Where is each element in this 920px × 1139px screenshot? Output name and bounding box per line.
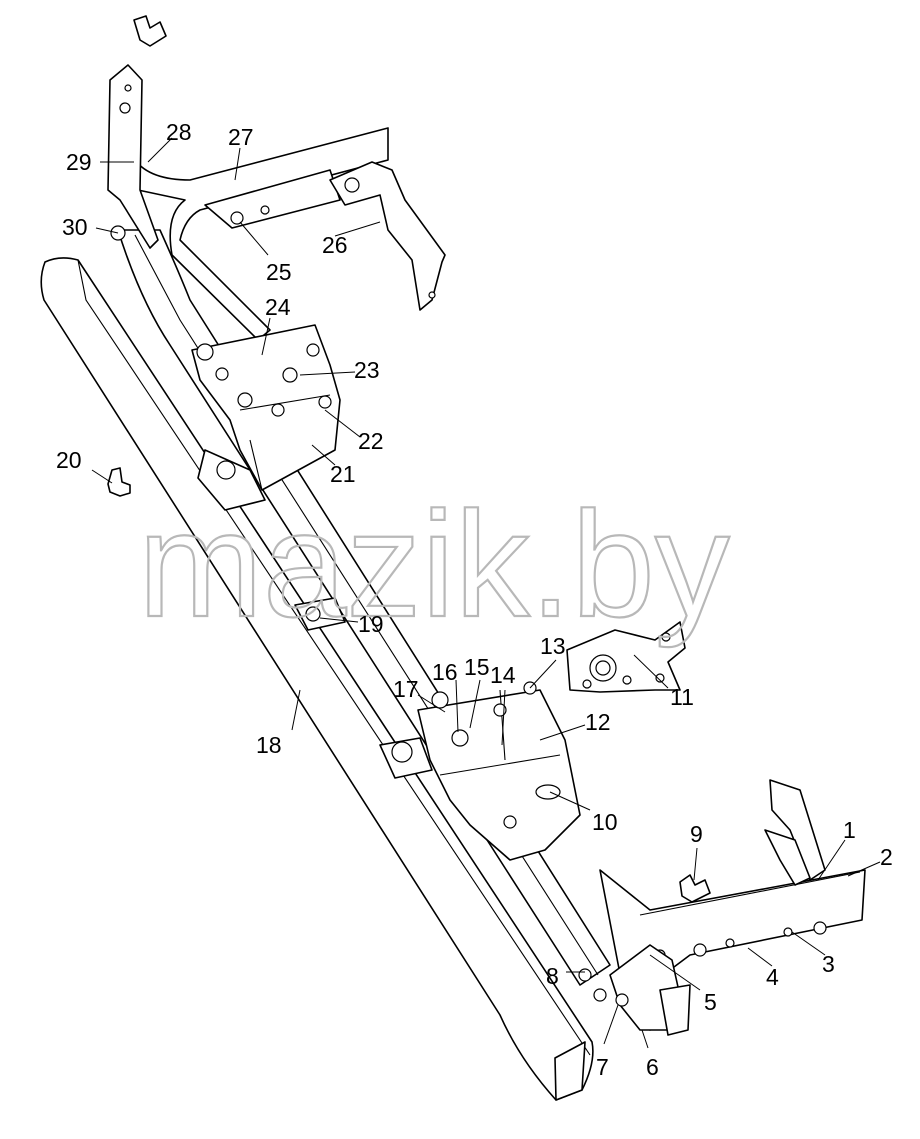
callout-28: 28 — [166, 119, 192, 145]
callout-11: 11 — [670, 684, 694, 710]
upper-mount-assembly — [191, 324, 341, 491]
lower-right-frame — [599, 779, 866, 1031]
callout-26: 26 — [322, 232, 348, 258]
callout-21: 21 — [330, 461, 356, 487]
callout-6: 6 — [646, 1054, 659, 1080]
callout-13: 13 — [540, 633, 566, 659]
callout-5: 5 — [704, 989, 717, 1015]
callout-30: 30 — [62, 214, 88, 240]
right-bracket — [329, 161, 446, 311]
callout-12: 12 — [585, 709, 611, 735]
callout-24: 24 — [265, 294, 291, 320]
leader-lines — [91, 137, 881, 1049]
callout-15: 15 — [464, 654, 490, 680]
callout-4: 4 — [766, 964, 779, 990]
callout-labels: 1 2 3 4 5 6 7 8 9 10 11 12 13 14 15 16 1… — [56, 119, 893, 1080]
callout-27: 27 — [228, 124, 254, 150]
callout-7: 7 — [596, 1054, 609, 1080]
end-bracket — [578, 944, 691, 1036]
watermark: mazik.by — [138, 480, 730, 648]
callout-16: 16 — [432, 659, 458, 685]
loose-bolt — [107, 467, 131, 497]
left-upright-bracket — [107, 64, 159, 249]
callout-14: 14 — [490, 662, 516, 688]
bumper-cushion — [40, 257, 594, 1101]
callout-29: 29 — [66, 149, 92, 175]
callout-18: 18 — [256, 732, 282, 758]
callout-23: 23 — [354, 357, 380, 383]
callout-17: 17 — [393, 676, 419, 702]
callout-1: 1 — [843, 817, 856, 843]
flange-plate — [566, 621, 686, 693]
upper-frame — [134, 127, 389, 341]
callout-22: 22 — [358, 428, 384, 454]
callout-2: 2 — [880, 844, 893, 870]
callout-25: 25 — [266, 259, 292, 285]
callout-19: 19 — [358, 611, 384, 637]
callout-9: 9 — [690, 821, 703, 847]
callout-3: 3 — [822, 951, 835, 977]
callout-8: 8 — [546, 963, 559, 989]
top-clip — [133, 15, 167, 47]
callout-20: 20 — [56, 447, 82, 473]
small-clip — [679, 874, 711, 903]
callout-10: 10 — [592, 809, 618, 835]
